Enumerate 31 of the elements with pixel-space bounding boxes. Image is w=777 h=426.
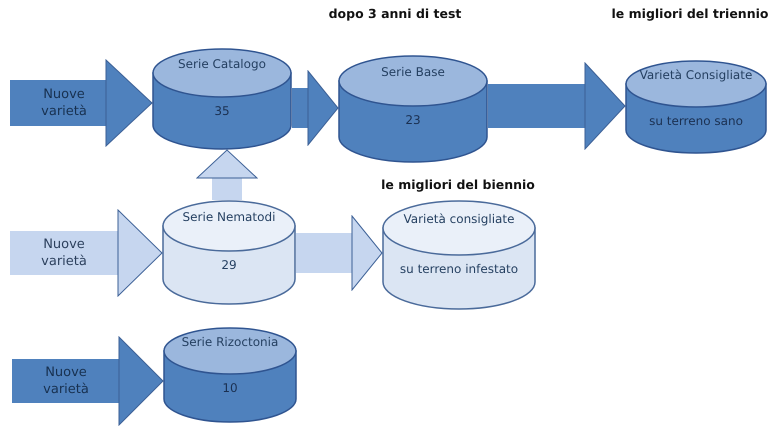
cylinder-text: 35 (213, 104, 231, 119)
block-arrow (12, 336, 164, 426)
cylinder-node (162, 200, 296, 305)
cylinder-text: su terreno infestato (398, 262, 520, 277)
cylinder-text: 10 (221, 381, 239, 396)
cylinder-heading: Serie Rizoctonia (180, 335, 280, 350)
cylinder-text: 29 (220, 258, 238, 273)
block-arrow (10, 210, 162, 296)
caption-heading: le migliori del triennio (612, 6, 768, 21)
block-arrow (296, 216, 382, 290)
cylinder-node (163, 327, 297, 423)
block-arrow (292, 70, 338, 146)
cylinder-text: 23 (404, 113, 422, 128)
block-arrow (488, 62, 626, 150)
cylinder-text: su terreno sano (648, 114, 744, 129)
caption-heading: le migliori del biennio (381, 177, 535, 192)
cylinder-node (338, 55, 488, 163)
cylinder-heading: Varietà Consigliate (639, 68, 753, 83)
block-arrow (10, 60, 152, 146)
cylinder-heading: Varietà consigliate (402, 212, 516, 227)
caption-heading: dopo 3 anni di test (328, 6, 462, 21)
cylinder-node (152, 48, 292, 150)
cylinder-node (382, 200, 536, 310)
edge-label: Nuove varietà (42, 364, 90, 398)
edge-label: Nuove varietà (40, 86, 88, 120)
cylinder-heading: Serie Base (380, 65, 446, 80)
cylinder-heading: Serie Catalogo (177, 57, 267, 72)
cylinder-node (625, 60, 767, 154)
cylinder-heading: Serie Nematodi (182, 210, 276, 225)
edge-label: Nuove varietà (40, 236, 88, 270)
block-arrow (196, 150, 258, 200)
